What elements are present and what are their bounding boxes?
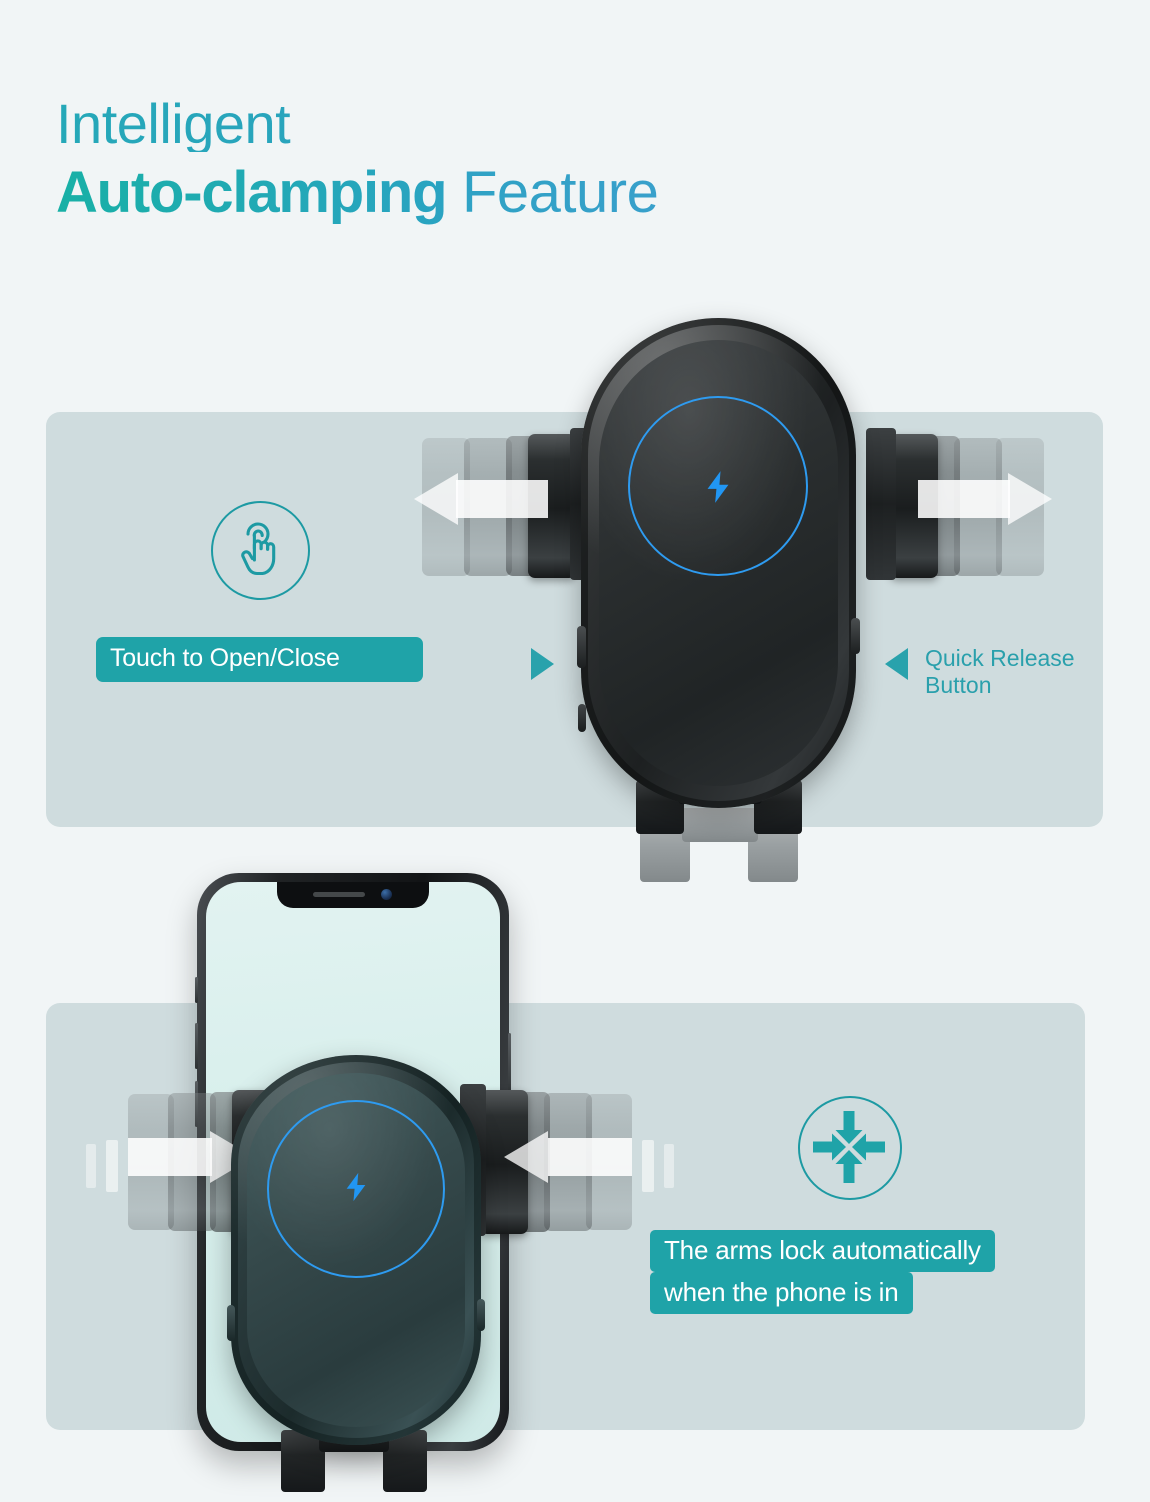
clamp-arm-left-top <box>414 428 600 582</box>
quick-release-button-callout: Quick Release Button <box>925 645 1075 699</box>
phone-front-camera-icon <box>381 889 392 900</box>
arrow-left-icon <box>456 480 548 518</box>
wireless-car-charger-mount <box>577 318 860 808</box>
phone-volume-up-button <box>195 1023 198 1069</box>
headline-line-1: Intelligent <box>56 96 658 152</box>
clamp-arm-right-top <box>866 428 1052 582</box>
wireless-car-charger-mount-with-phone <box>227 1055 485 1445</box>
headline-line-2: Auto-clamping Feature <box>56 160 659 225</box>
arrow-left-icon <box>548 1138 632 1176</box>
headline-emphasis: Auto-clamping <box>56 160 448 225</box>
wireless-charging-ring-icon <box>628 396 808 576</box>
headline-suffix: Feature <box>446 160 659 225</box>
clamp-arm-right-bottom <box>450 1084 690 1238</box>
phone-notch <box>277 882 429 908</box>
phone-power-button <box>508 1033 511 1101</box>
page-title: Intelligent Auto-clamping Feature <box>56 96 659 225</box>
triangle-right-icon <box>531 648 554 680</box>
phone-mute-switch <box>195 977 198 1003</box>
lightning-bolt-icon <box>699 468 737 506</box>
phone-volume-down-button <box>195 1081 198 1127</box>
auto-lock-caption-line-2: when the phone is in <box>650 1272 913 1314</box>
arrows-converge-icon <box>798 1096 902 1200</box>
touch-hand-icon <box>211 501 310 600</box>
triangle-left-icon <box>885 648 908 680</box>
arrow-right-icon <box>128 1138 212 1176</box>
lightning-bolt-icon <box>339 1170 373 1204</box>
arrow-right-icon <box>918 480 1010 518</box>
auto-lock-caption-line-1: The arms lock automatically <box>650 1230 995 1272</box>
phone-earpiece-icon <box>313 892 365 897</box>
wireless-charging-ring-icon <box>267 1100 445 1278</box>
touch-to-open-close-label: Touch to Open/Close <box>96 637 423 682</box>
